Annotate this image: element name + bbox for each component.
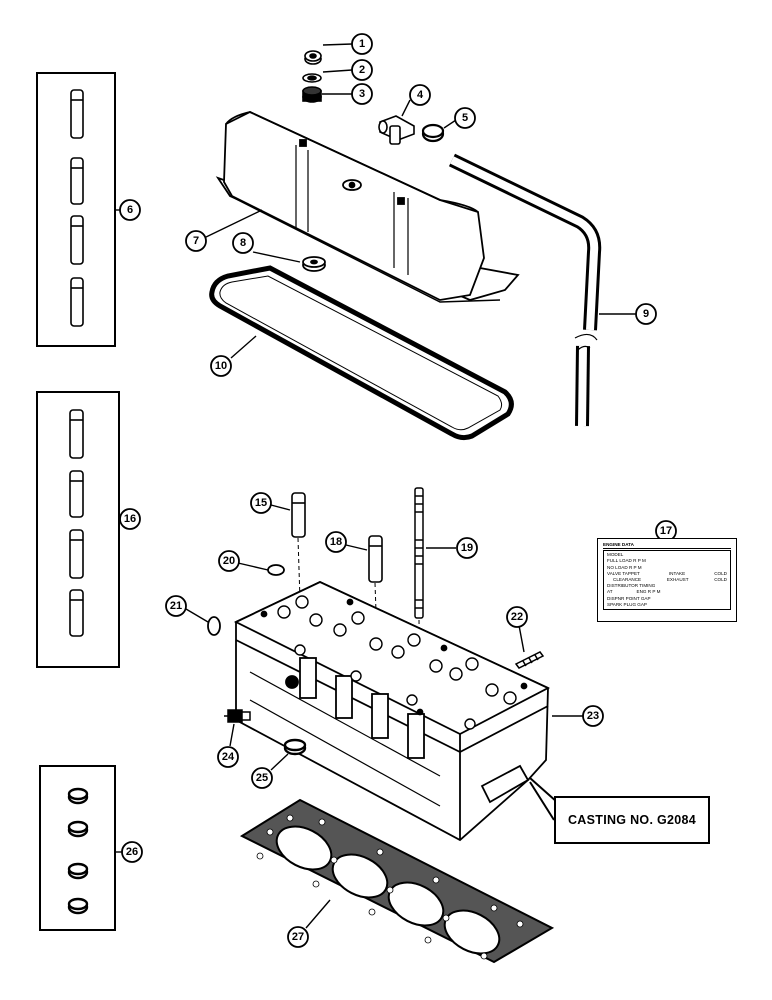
callout-19 [325,531,347,553]
kit-box-25 [36,391,120,668]
plate-cell: ENG R P M [636,589,661,595]
plate-row: FULL LOAD R P M [607,558,727,564]
plate-row: VALVE TAPPET INTAKE COLD [607,571,727,577]
plate-row: DISTRIBUTOR TIMING [607,583,727,589]
callout-numbers: 1 2 3 4 5 6 7 8 9 10 15 16 17 18 19 20 2… [124,38,672,943]
plate-row: CLEARANCE EXHAUST COLD [607,577,727,583]
callout-18 [506,606,528,628]
engine-data-plate: ENGINE DATA MODEL FULL LOAD R P M NO LOA… [597,538,737,622]
callout-number-9: 8 [240,237,246,249]
valve-seal [283,738,307,756]
callout-21 [251,767,273,789]
plate-cell: COLD [714,570,727,576]
callout-bubbles [119,33,677,948]
temperature-sender [224,709,251,723]
callout-number-6: 9 [643,308,649,320]
callout-26 [121,841,143,863]
plate-cell: EXHAUST [666,577,689,583]
callout-6 [635,303,657,325]
callout-8 [454,107,476,129]
cylinder-head [233,581,551,842]
callout-number-27: 17 [660,525,672,537]
valve-guides-24 [70,89,84,327]
seal-rings-26 [67,787,89,915]
callout-number-3: 3 [359,88,365,100]
callout-25 [119,508,141,530]
callout-number-18: 22 [511,611,523,623]
callout-number-1: 7 [193,235,199,247]
callout-20 [250,492,272,514]
callout-number-26: 26 [126,846,138,858]
callout-17 [218,550,240,572]
callout-number-10: 19 [461,542,473,554]
plate-cell: FULL LOAD R P M [607,558,646,564]
cover-gasket [209,265,514,441]
plate-cell: VALVE TAPPET [607,570,640,576]
callout-24 [119,199,141,221]
callout-2 [210,355,232,377]
valve-cover [215,111,520,303]
callout-number-16: 21 [170,600,182,612]
plate-header-label: ENGINE DATA [603,542,634,547]
callout-number-24: 6 [127,204,133,216]
callout-9 [232,232,254,254]
callout-number-8: 5 [462,112,468,124]
callout-number-7: 4 [417,89,424,101]
head-gasket [239,798,555,964]
kit-box-24 [36,72,116,347]
hose-clamp [421,123,445,143]
callout-number-21: 25 [256,772,268,784]
plate-cell: DISTRIBUTOR TIMING [607,583,656,589]
callout-23 [287,926,309,948]
plate-row: AT ENG R P M [607,589,727,595]
callout-10 [456,537,478,559]
casting-number-label: CASTING NO. G2084 [554,796,710,844]
callout-7 [409,84,431,106]
casting-number-text: CASTING NO. G2084 [567,813,697,827]
callout-number-5: 1 [359,38,365,50]
valve-guides-25 [69,409,84,637]
callout-number-25: 16 [124,513,136,525]
plate-cell: SPARK PLUG GAP [607,601,647,607]
callout-22 [217,746,239,768]
plate-cell: INTAKE [668,570,686,576]
plate-cell: MODEL [607,552,624,558]
grommet [302,256,326,272]
callout-number-15: 23 [587,710,599,722]
plate-cell: AT [607,589,613,595]
callout-number-17: 20 [223,555,235,567]
kit-box-26 [39,765,116,931]
head-stud [414,487,424,619]
callout-3 [351,83,373,105]
valve-guide-20 [291,492,306,538]
leader-lines [115,43,636,929]
callout-number-19: 18 [330,536,342,548]
callout-4 [351,59,373,81]
plate-cell: COLD [714,577,727,583]
breather-cap-parts [302,50,322,103]
callout-number-4: 2 [359,64,365,76]
valve-guide-19 [368,535,383,583]
short-stud [514,651,545,669]
callout-5 [351,33,373,55]
plate-row: SPARK PLUG GAP [607,602,727,608]
plate-cell: NO LOAD R P M [607,564,642,570]
plate-row: NO LOAD R P M [607,565,727,571]
plate-cell: DISPNR POINT GAP [607,595,651,601]
callout-16 [165,595,187,617]
plate-cell: CLEARANCE [613,577,642,583]
plate-row: MODEL [607,552,727,558]
plate-fields: MODEL FULL LOAD R P M NO LOAD R P M VALV… [603,550,731,611]
callout-number-23: 27 [292,931,304,943]
callout-number-22: 24 [222,751,235,763]
plate-row: DISPNR POINT GAP [607,596,727,602]
callout-15 [582,705,604,727]
breather-tee [378,115,415,145]
callout-1 [185,230,207,252]
breather-hose [448,153,602,427]
callout-number-2: 10 [215,360,227,372]
callout-number-20: 15 [255,497,267,509]
plate-header: ENGINE DATA [603,542,731,550]
